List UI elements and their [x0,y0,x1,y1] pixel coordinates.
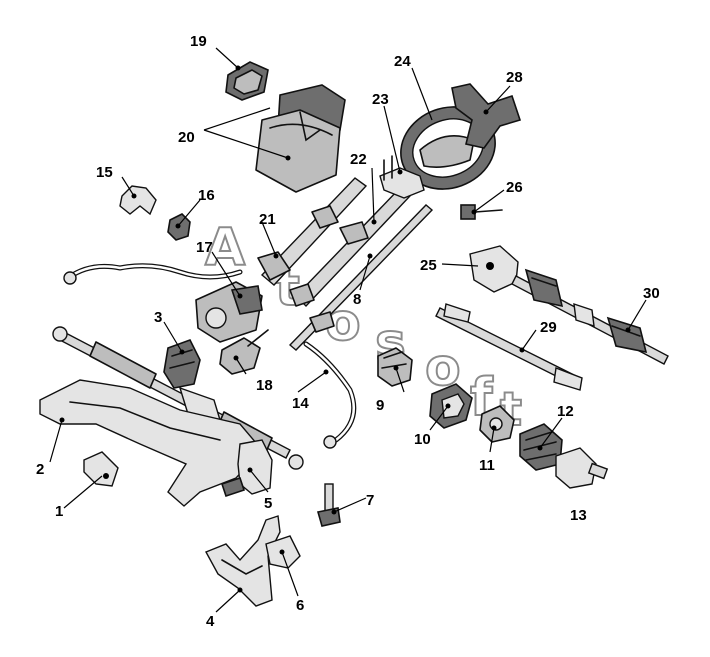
part-11-bush [479,405,515,443]
part-22-column-tube [289,187,412,308]
part-7-ball-joint [316,483,341,527]
callout-7: 7 [366,492,374,509]
callout-22: 22 [350,151,367,168]
callout-21: 21 [259,211,276,228]
part-15-clamp [119,185,157,216]
callout-3: 3 [154,309,162,326]
leader-lines [49,47,647,613]
callout-5: 5 [264,495,272,512]
leader-dots [59,65,631,593]
part-5-steering-arm [220,439,273,498]
callout-17: 17 [196,239,213,256]
part-26-bolt [460,204,503,220]
callout-10: 10 [414,431,431,448]
callout-30: 30 [643,285,660,302]
callout-2: 2 [36,461,44,478]
callout-24: 24 [394,53,411,70]
callout-13: 13 [570,507,587,524]
part-21-upper-shaft [257,177,368,286]
callout-16: 16 [198,187,215,204]
part-28-wheel-cover [451,83,522,149]
part-17-joint-housing [195,281,263,343]
callout-19: 19 [190,33,207,50]
part-1-bracket [83,451,119,487]
anti-roll-bar-upper [63,263,243,285]
callout-8: 8 [353,291,361,308]
callout-4: 4 [206,613,215,630]
callout-9: 9 [376,397,384,414]
callout-1: 1 [55,503,63,520]
callout-labels: 19 20 15 16 21 17 3 18 14 8 22 23 24 28 … [36,33,660,630]
callout-18: 18 [256,377,273,394]
callout-6: 6 [296,597,304,614]
callout-14: 14 [292,395,309,412]
part-14-link-rod [303,341,357,449]
callout-11: 11 [479,457,495,474]
callout-23: 23 [372,91,389,108]
callout-26: 26 [506,179,523,196]
callout-29: 29 [540,319,557,336]
part-20-column-shroud [255,84,346,193]
part-4-control-arm [205,515,281,607]
watermark-letter-a: A [205,218,245,278]
part-2-subframe [39,379,263,507]
part-19-mount-block [225,61,269,101]
part-3-rack-mount [163,339,201,389]
part-23-column-bracket [379,155,425,199]
part-18-u-joint [219,329,269,375]
part-8-intermediate-shaft [288,204,434,351]
callout-15: 15 [96,164,113,181]
part-25-bearing-bracket [469,245,519,293]
part-13-cv-joint [555,447,609,489]
callout-25: 25 [420,257,437,274]
callout-12: 12 [557,403,574,420]
callout-28: 28 [506,69,523,86]
part-29-driveshaft [435,303,583,391]
callout-20: 20 [178,129,195,146]
